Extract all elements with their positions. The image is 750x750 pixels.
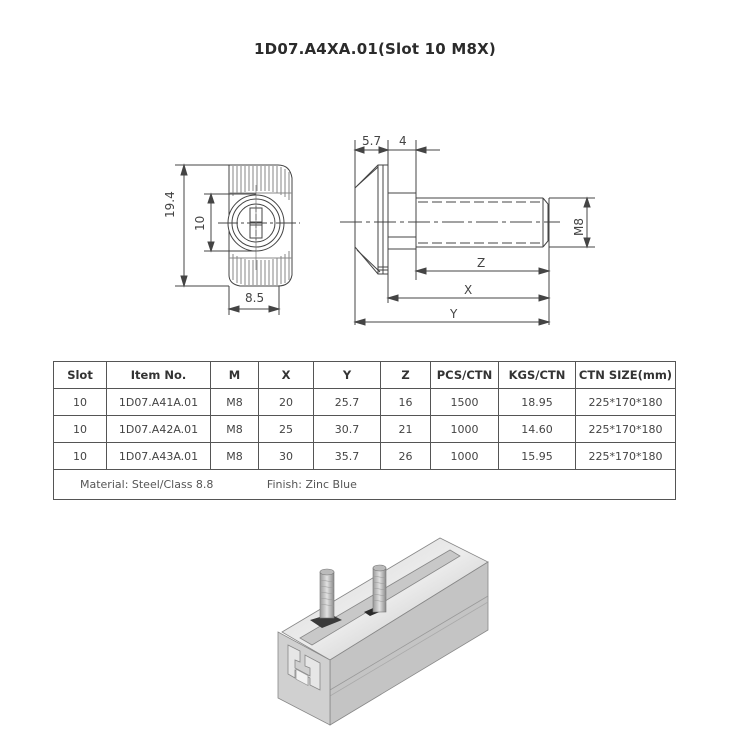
cell-kgs-ctn: 14.60 [498, 415, 576, 443]
cell-kgs-ctn: 18.95 [498, 388, 576, 416]
cell-x: 20 [258, 388, 314, 416]
finish-note: Finish: Zinc Blue [266, 478, 357, 491]
dim-label-z: Z [477, 256, 486, 270]
cell-x: 25 [258, 415, 314, 443]
table-header-row: Slot Item No. M X Y Z PCS/CTN KGS/CTN CT… [53, 361, 676, 389]
header-y: Y [313, 361, 381, 389]
dim-label-y: Y [450, 307, 458, 321]
cell-z: 21 [380, 415, 431, 443]
page-title: 1D07.A4XA.01(Slot 10 M8X) [254, 40, 496, 58]
cell-y: 35.7 [313, 442, 381, 470]
header-ctn-size: CTN SIZE(mm) [575, 361, 676, 389]
cell-z: 26 [380, 442, 431, 470]
table-row: 10 1D07.A41A.01 M8 20 25.7 16 1500 18.95… [53, 388, 676, 416]
header-z: Z [380, 361, 431, 389]
header-slot: Slot [53, 361, 107, 389]
dim-label-10: 10 [193, 215, 207, 231]
header-m: M [210, 361, 259, 389]
dim-label-4: 4 [399, 134, 407, 148]
cell-slot: 10 [53, 415, 107, 443]
cell-ctn-size: 225*170*180 [575, 388, 676, 416]
t-bolt-left [310, 568, 342, 628]
cell-kgs-ctn: 15.95 [498, 442, 576, 470]
product-illustration [277, 537, 489, 726]
cell-ctn-size: 225*170*180 [575, 415, 676, 443]
table-row: 10 1D07.A42A.01 M8 25 30.7 21 1000 14.60… [53, 415, 676, 443]
header-kgs-ctn: KGS/CTN [498, 361, 576, 389]
cell-pcs-ctn: 1500 [430, 388, 499, 416]
cell-y: 25.7 [313, 388, 381, 416]
material-note: Material: Steel/Class 8.8 [80, 478, 214, 491]
dim-label-8-5: 8.5 [245, 291, 265, 305]
cell-z: 16 [380, 388, 431, 416]
cell-item-no: 1D07.A42A.01 [106, 415, 211, 443]
cell-ctn-size: 225*170*180 [575, 442, 676, 470]
cell-m: M8 [210, 415, 259, 443]
header-item-no: Item No. [106, 361, 211, 389]
cell-y: 30.7 [313, 415, 381, 443]
spec-table: Slot Item No. M X Y Z PCS/CTN KGS/CTN CT… [53, 361, 676, 500]
side-view [340, 140, 595, 326]
cell-slot: 10 [53, 442, 107, 470]
cell-m: M8 [210, 388, 259, 416]
technical-drawing [175, 140, 595, 326]
cell-pcs-ctn: 1000 [430, 415, 499, 443]
dim-label-m8: M8 [572, 218, 586, 236]
note-cell: Material: Steel/Class 8.8 Finish: Zinc B… [53, 469, 676, 500]
dim-label-19-4: 19.4 [163, 191, 177, 218]
cell-pcs-ctn: 1000 [430, 442, 499, 470]
cell-item-no: 1D07.A41A.01 [106, 388, 211, 416]
cell-m: M8 [210, 442, 259, 470]
front-view [175, 163, 300, 315]
cell-item-no: 1D07.A43A.01 [106, 442, 211, 470]
header-pcs-ctn: PCS/CTN [430, 361, 499, 389]
table-note-row: Material: Steel/Class 8.8 Finish: Zinc B… [53, 469, 676, 500]
dim-label-x: X [464, 283, 473, 297]
table-row: 10 1D07.A43A.01 M8 30 35.7 26 1000 15.95… [53, 442, 676, 470]
t-bolt-right [364, 564, 387, 616]
dim-label-5-7: 5.7 [362, 134, 382, 148]
cell-slot: 10 [53, 388, 107, 416]
header-x: X [258, 361, 314, 389]
cell-x: 30 [258, 442, 314, 470]
